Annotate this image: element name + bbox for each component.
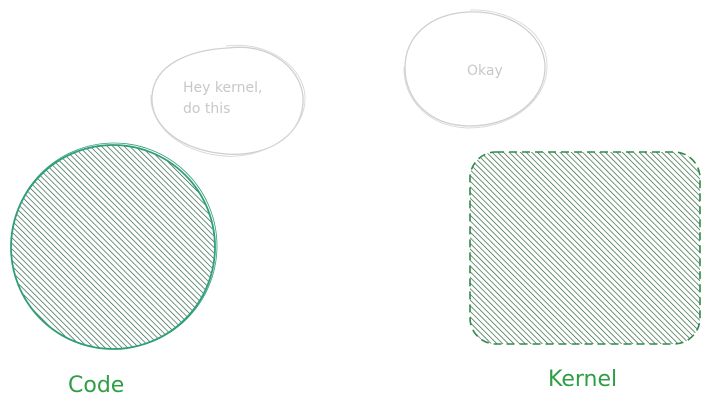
code-label: Code [68, 373, 124, 398]
reply-bubble: Okay [403, 9, 548, 129]
request-bubble: Hey kernel, do this [150, 44, 306, 157]
code-circle-fill [11, 145, 215, 349]
reply-bubble-text: Okay [467, 63, 503, 79]
reply-bubble-outline [404, 11, 546, 127]
request-bubble-outline [151, 46, 304, 155]
kernel-label: Kernel [548, 367, 617, 392]
request-bubble-text-line1: Hey kernel, [183, 80, 262, 96]
code-node: Code [10, 142, 218, 398]
request-bubble-text-line2: do this [183, 101, 230, 117]
kernel-rect-fill [470, 152, 700, 344]
kernel-rect-outline [469, 151, 701, 345]
kernel-node: Kernel [469, 151, 701, 392]
